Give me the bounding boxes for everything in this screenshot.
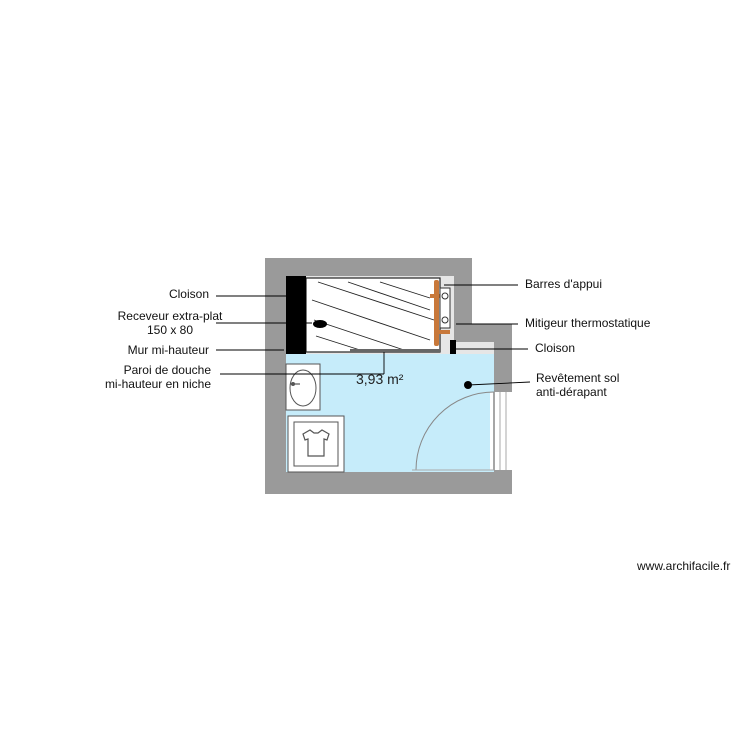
shower-hatch — [311, 281, 435, 351]
label-mur-mi-hauteur: Mur mi-hauteur — [127, 343, 209, 357]
shower-glass-panel — [350, 349, 440, 352]
label-revetement-line2: anti-dérapant — [536, 385, 607, 399]
label-mitigeur: Mitigeur thermostatique — [525, 316, 651, 330]
leader-lines — [216, 284, 531, 386]
label-receveur: Receveur extra-plat 150 x 80 — [96, 309, 244, 337]
half-wall — [286, 276, 306, 354]
mixer-knob-bottom — [441, 316, 449, 324]
label-receveur-line1: Receveur extra-plat — [117, 309, 223, 323]
label-revetement-line1: Revêtement sol — [536, 371, 620, 385]
door-swing-arc — [415, 391, 495, 471]
watermark: www.archifacile.fr — [637, 559, 731, 573]
grab-bar-vertical — [434, 280, 439, 346]
mixer-knob-top — [441, 292, 449, 300]
shower-drain — [313, 320, 327, 328]
label-paroi-line2: mi-hauteur en niche — [104, 377, 211, 391]
label-paroi: Paroi de douche mi-hauteur en niche — [90, 363, 211, 391]
grab-bar-lower — [434, 330, 450, 334]
label-cloison-left: Cloison — [168, 287, 209, 301]
label-receveur-line2: 150 x 80 — [146, 323, 194, 337]
washbasin-bowl — [289, 369, 317, 407]
mixer-body — [439, 287, 451, 329]
washbasin-tap-knob — [291, 382, 295, 386]
label-paroi-line1: Paroi de douche — [123, 363, 211, 377]
right-partition — [450, 340, 456, 354]
room-area: 3,93 m² — [356, 371, 404, 387]
tshirt-icon — [302, 429, 330, 457]
label-cloison-right: Cloison — [535, 341, 576, 355]
label-revetement: Revêtement sol anti-dérapant — [536, 371, 619, 399]
grab-bar-horizontal — [430, 294, 446, 298]
label-barres: Barres d'appui — [525, 277, 603, 291]
